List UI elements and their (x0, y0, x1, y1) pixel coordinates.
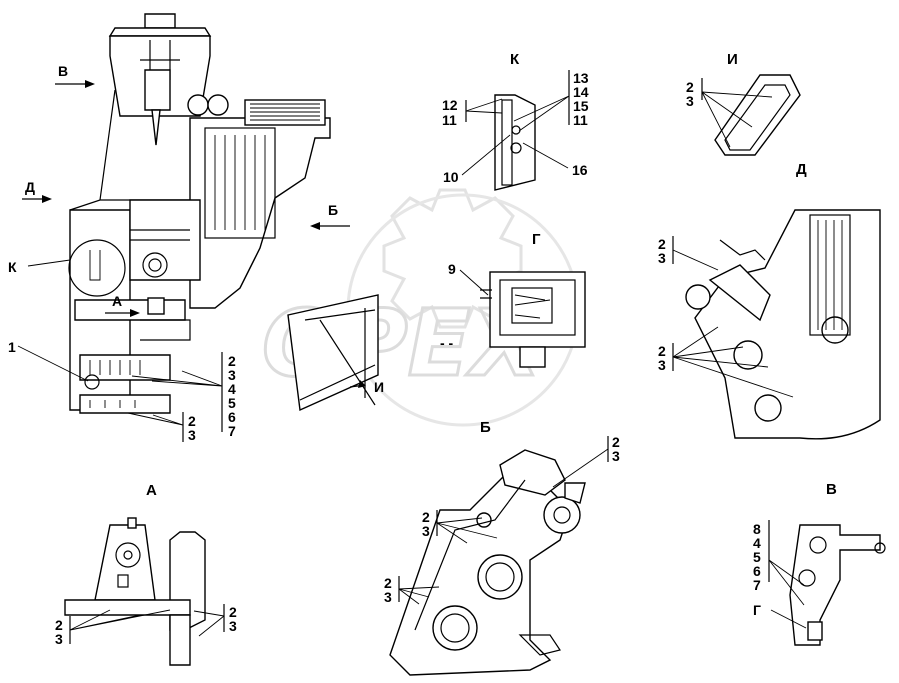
view-b-top-2: 2 (612, 434, 620, 450)
view-g-dash: - - (440, 335, 454, 351)
view-a-left-2: 2 (55, 617, 63, 633)
view-k-12: 12 (442, 97, 458, 113)
view-i-3: 3 (686, 93, 694, 109)
view-v-6: 6 (753, 563, 761, 579)
view-v-8: 8 (753, 521, 761, 537)
view-a: А 2 3 2 3 (55, 482, 237, 666)
view-d-mid-3: 3 (658, 357, 666, 373)
view-g: Г 9 - - (440, 231, 586, 368)
view-a-left-3: 3 (55, 631, 63, 647)
group-right-6: 6 (228, 409, 236, 425)
group-right-7: 7 (228, 423, 236, 439)
view-i-2: 2 (686, 79, 694, 95)
view-k-14: 14 (573, 84, 589, 100)
view-k: К 12 11 10 13 14 15 11 16 (442, 51, 589, 191)
view-i-section: И (287, 294, 384, 412)
view-d-top-2: 2 (658, 236, 666, 252)
label-k: К (8, 259, 17, 275)
arrow-v-label: В (58, 63, 68, 79)
arrow-d-label: Д (25, 179, 35, 195)
view-a-right-3: 3 (229, 618, 237, 634)
view-b: Б 2 3 2 3 2 3 (384, 419, 620, 676)
view-k-15: 15 (573, 98, 589, 114)
view-b-left-2: 2 (422, 509, 430, 525)
main-view: В Д Б А К 1 2 3 4 5 6 7 2 3 (8, 13, 350, 443)
group-right-3: 3 (228, 367, 236, 383)
group-bottom-3: 3 (188, 427, 196, 443)
view-k-11: 11 (442, 112, 457, 128)
view-g-title: Г (532, 231, 541, 248)
view-b-top-3: 3 (612, 448, 620, 464)
group-right-2: 2 (228, 353, 236, 369)
view-d-top-3: 3 (658, 250, 666, 266)
view-i-title: И (727, 51, 738, 68)
view-d-mid-2: 2 (658, 343, 666, 359)
view-b-bottom-3: 3 (384, 589, 392, 605)
view-k-13: 13 (573, 70, 589, 86)
view-v-4: 4 (753, 535, 761, 551)
view-k-10: 10 (443, 169, 459, 185)
view-v-7: 7 (753, 577, 761, 593)
arrow-a-label: А (112, 293, 122, 309)
callout-1: 1 (8, 339, 16, 355)
view-d: Д 2 3 2 3 (658, 161, 881, 440)
view-a-title: А (146, 482, 157, 499)
view-v-g: Г (753, 602, 761, 618)
view-k-11b: 11 (573, 112, 588, 128)
view-v-title: В (826, 481, 837, 498)
view-a-right-2: 2 (229, 604, 237, 620)
view-g-9: 9 (448, 261, 456, 277)
view-b-bottom-2: 2 (384, 575, 392, 591)
label-i: И (374, 379, 384, 395)
view-k-16: 16 (572, 162, 588, 178)
view-k-title: К (510, 51, 520, 68)
arrow-b-label: Б (328, 202, 338, 218)
view-i: И 2 3 (686, 51, 801, 156)
view-d-title: Д (796, 161, 807, 178)
group-right-5: 5 (228, 395, 236, 411)
view-b-left-3: 3 (422, 523, 430, 539)
view-b-title: Б (480, 419, 491, 436)
view-v-5: 5 (753, 549, 761, 565)
view-v: В 8 4 5 6 7 Г (753, 481, 886, 646)
group-right-4: 4 (228, 381, 236, 397)
group-bottom-2: 2 (188, 413, 196, 429)
